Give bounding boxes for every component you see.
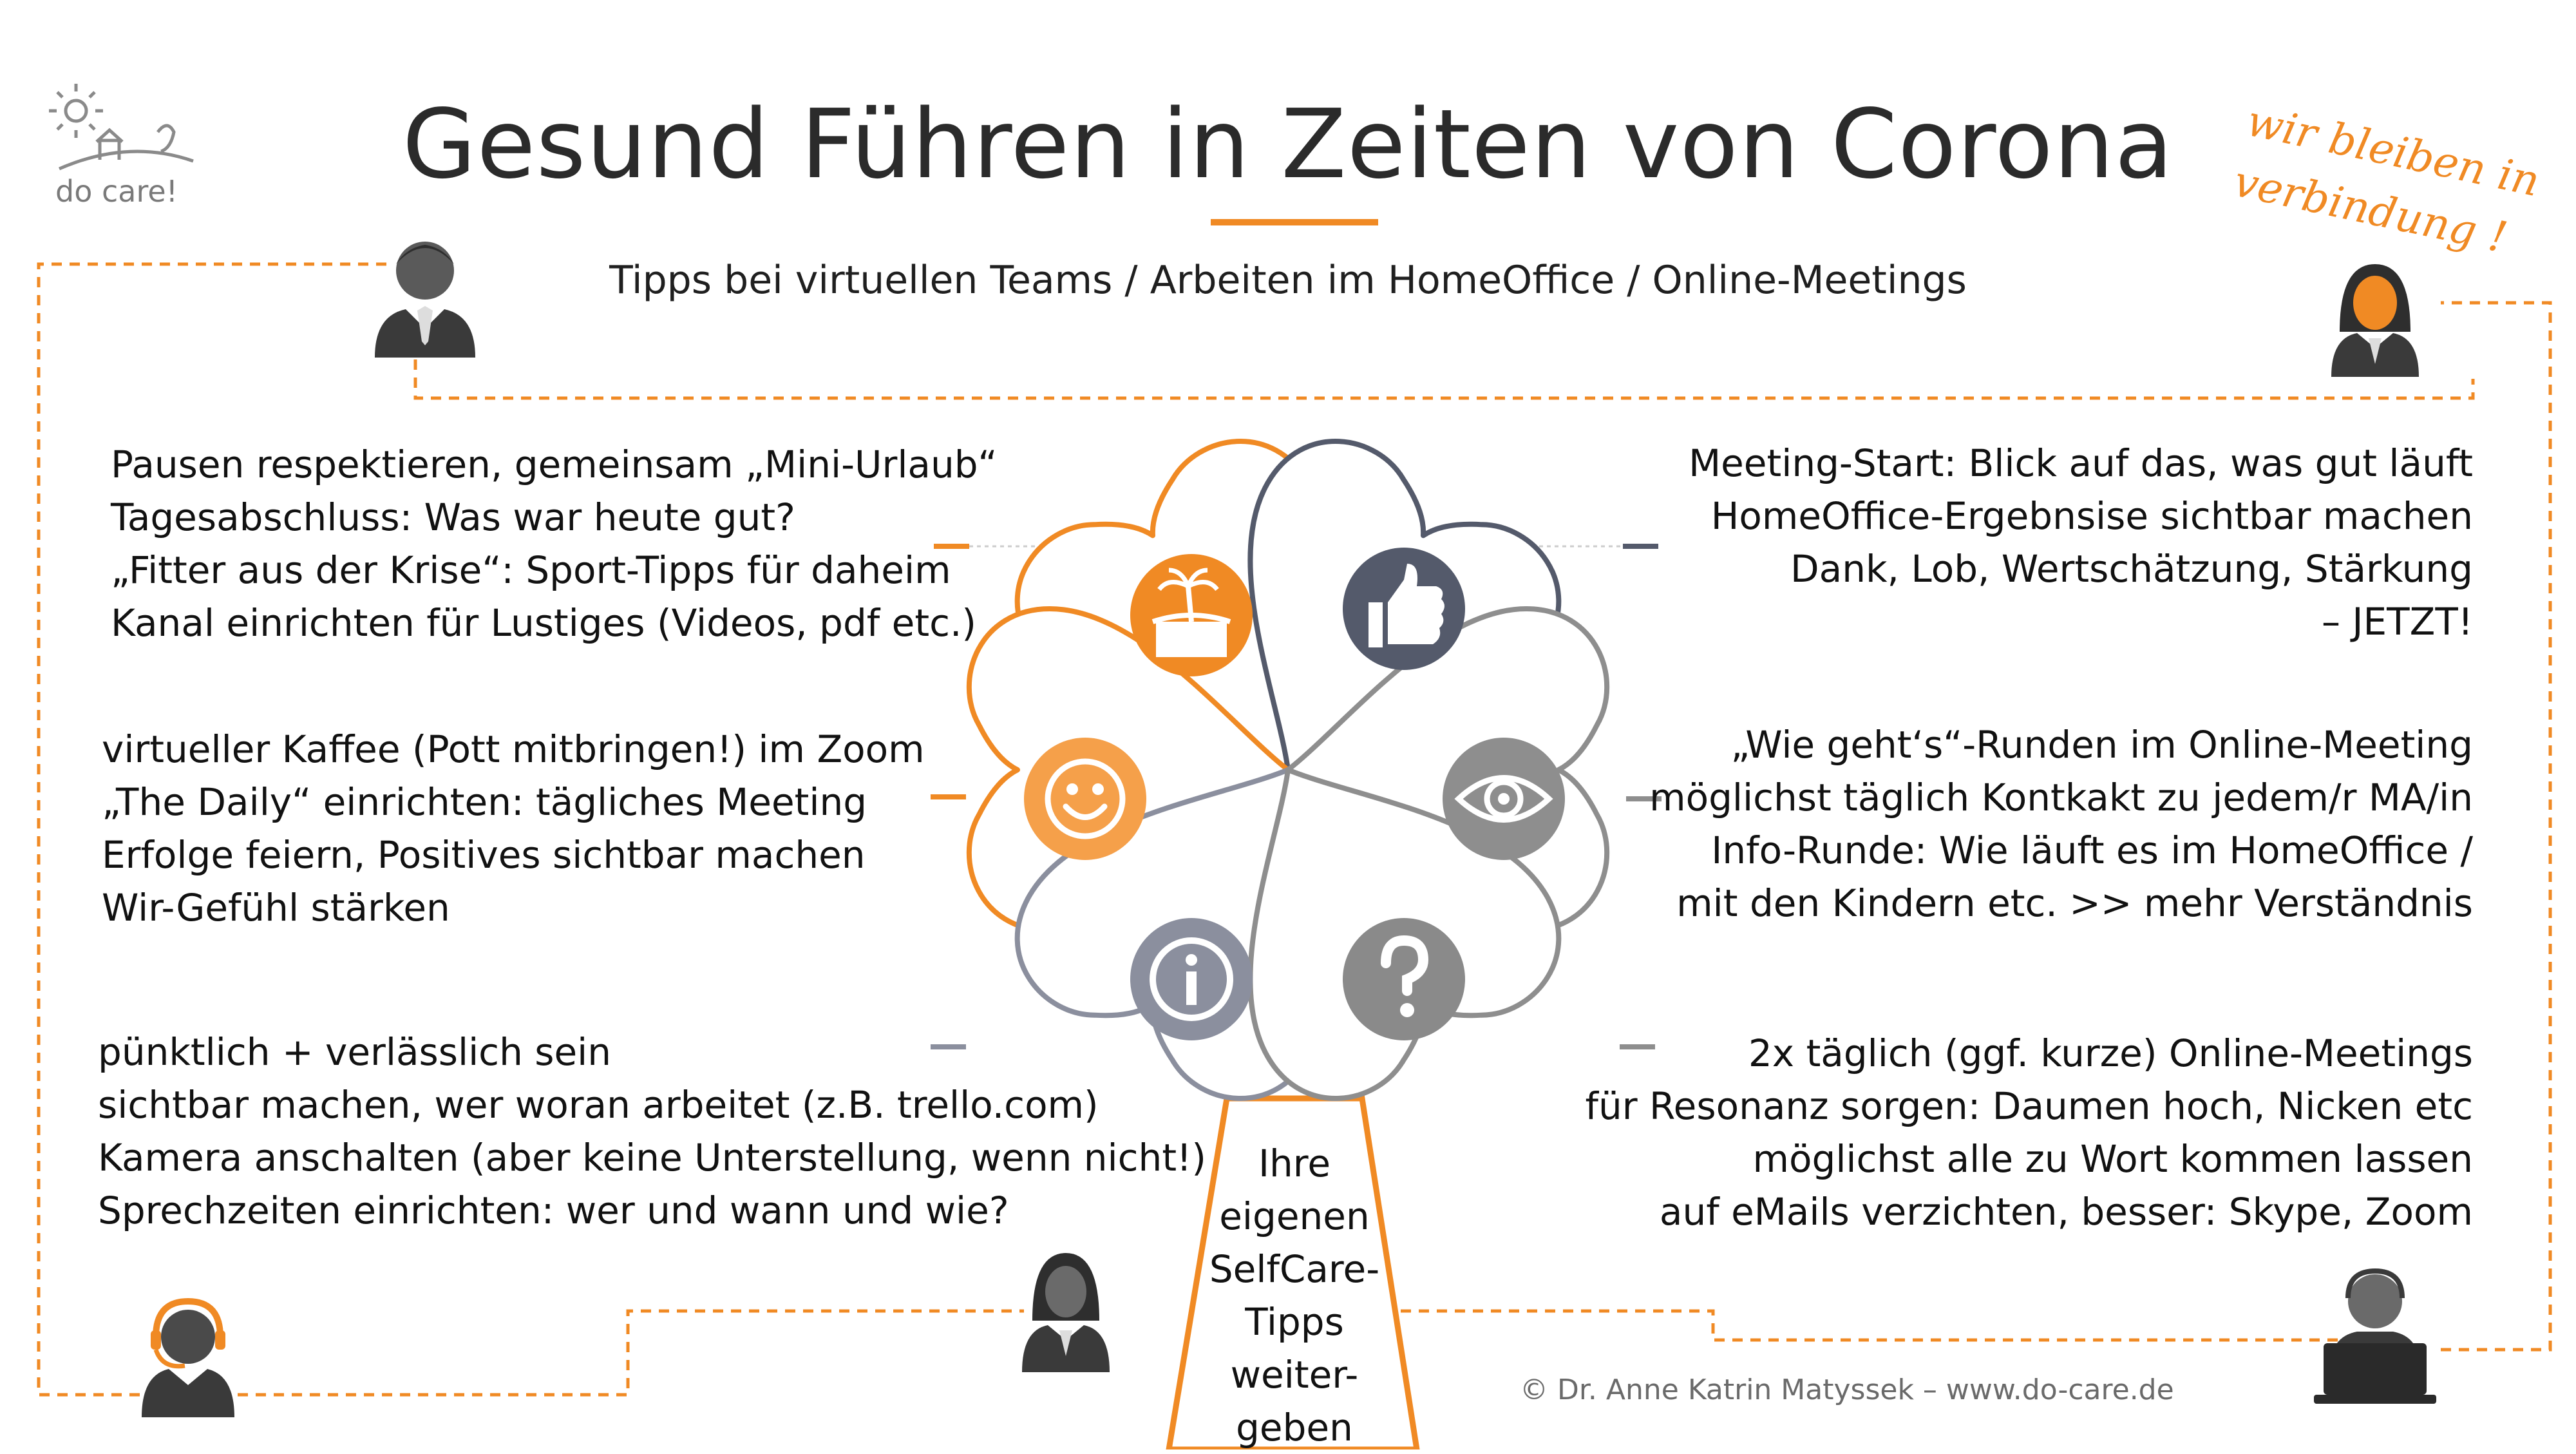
page-subtitle: Tipps bei virtuellen Teams / Arbeiten im… — [609, 258, 1967, 303]
stem-line: weiter- — [1230, 1353, 1359, 1397]
tip-line: „Fitter aus der Krise“: Sport-Tipps für … — [111, 548, 951, 592]
tip-line: virtueller Kaffee (Pott mitbringen!) im … — [102, 727, 925, 771]
tip-line: sichtbar machen, wer woran arbeitet (z.B… — [98, 1083, 1099, 1127]
logo-wordmark: do care! — [55, 174, 178, 209]
logo-illustration-icon — [49, 84, 194, 171]
tip-line: möglichst täglich Kontkakt zu jedem/r MA… — [1649, 776, 2473, 819]
avatar-woman-icon — [1022, 1253, 1110, 1372]
tip-line: Tagesabschluss: Was war heute gut? — [111, 495, 795, 539]
tip-line: für Resonanz sorgen: Daumen hoch, Nicken… — [1585, 1084, 2473, 1128]
tip-line: Sprechzeiten einrichten: wer und wann un… — [98, 1189, 1009, 1232]
tips-top-right: Meeting-Start: Blick auf das, was gut lä… — [1689, 437, 2473, 648]
info-icon — [1130, 918, 1253, 1040]
tip-line: auf eMails verzichten, besser: Skype, Zo… — [1659, 1190, 2473, 1234]
stem-line: eigenen — [1219, 1194, 1370, 1238]
question-icon — [1343, 918, 1465, 1040]
tip-line: möglichst alle zu Wort kommen lassen — [1752, 1137, 2473, 1181]
beach-island-icon — [1130, 554, 1253, 676]
tip-line: „The Daily“ einrichten: tägliches Meetin… — [102, 780, 867, 824]
page-title: Gesund Führen in Zeiten von Corona — [402, 89, 2174, 200]
tips-middle-right: „Wie geht‘s“-Runden im Online-Meeting mö… — [1649, 718, 2473, 930]
tip-line: HomeOffice-Ergebnsise sichtbar machen — [1710, 494, 2473, 538]
tick-marks — [931, 544, 1662, 1049]
avatar-businesswoman-icon — [2331, 264, 2419, 377]
tip-line: Pausen respektieren, gemeinsam „Mini-Url… — [111, 443, 998, 486]
stem-line: Tipps — [1245, 1300, 1344, 1344]
avatar-laptop-user-icon — [2314, 1268, 2436, 1404]
tip-line: Kamera anschalten (aber keine Unterstell… — [98, 1136, 1206, 1180]
stem-line: geben — [1236, 1406, 1353, 1449]
stem-line: SelfCare- — [1209, 1247, 1380, 1291]
tips-middle-left: virtueller Kaffee (Pott mitbringen!) im … — [102, 723, 925, 934]
tip-line: Wir-Gefühl stärken — [102, 886, 450, 930]
tip-line: Info-Runde: Wie läuft es im HomeOffice / — [1711, 828, 2473, 872]
tips-top-left: Pausen respektieren, gemeinsam „Mini-Url… — [111, 438, 998, 649]
tip-line: Dank, Lob, Wertschätzung, Stärkung — [1790, 547, 2473, 591]
tip-line: pünktlich + verlässlich sein — [98, 1030, 612, 1074]
tip-line: mit den Kindern etc. >> mehr Verständnis — [1676, 881, 2473, 925]
tips-bottom-left: pünktlich + verlässlich sein sichtbar ma… — [98, 1026, 1206, 1237]
dashed-connector-path — [37, 262, 2552, 1397]
tip-line: – JETZT! — [2321, 600, 2473, 644]
tip-line: „Wie geht‘s“-Runden im Online-Meeting — [1730, 723, 2473, 767]
smiley-icon — [1024, 738, 1146, 860]
eye-icon — [1443, 738, 1565, 860]
tip-line: 2x täglich (ggf. kurze) Online-Meetings — [1748, 1031, 2473, 1075]
tip-line: Erfolge feiern, Positives sichtbar mache… — [102, 833, 866, 877]
copyright-notice: © Dr. Anne Katrin Matyssek – www.do-care… — [1520, 1373, 2174, 1406]
thumbs-up-icon — [1343, 548, 1465, 670]
tips-bottom-right: 2x täglich (ggf. kurze) Online-Meetings … — [1586, 1027, 2473, 1238]
stem-line: Ihre — [1258, 1142, 1331, 1185]
avatar-headset-icon — [142, 1297, 234, 1417]
stem-text: Ihre eigenen SelfCare- Tipps weiter- geb… — [1204, 1137, 1385, 1454]
title-underline — [1211, 219, 1378, 225]
tip-line: Meeting-Start: Blick auf das, was gut lä… — [1689, 441, 2473, 485]
avatar-businessman-icon — [375, 242, 475, 358]
tip-line: Kanal einrichten für Lustiges (Videos, p… — [111, 601, 977, 645]
